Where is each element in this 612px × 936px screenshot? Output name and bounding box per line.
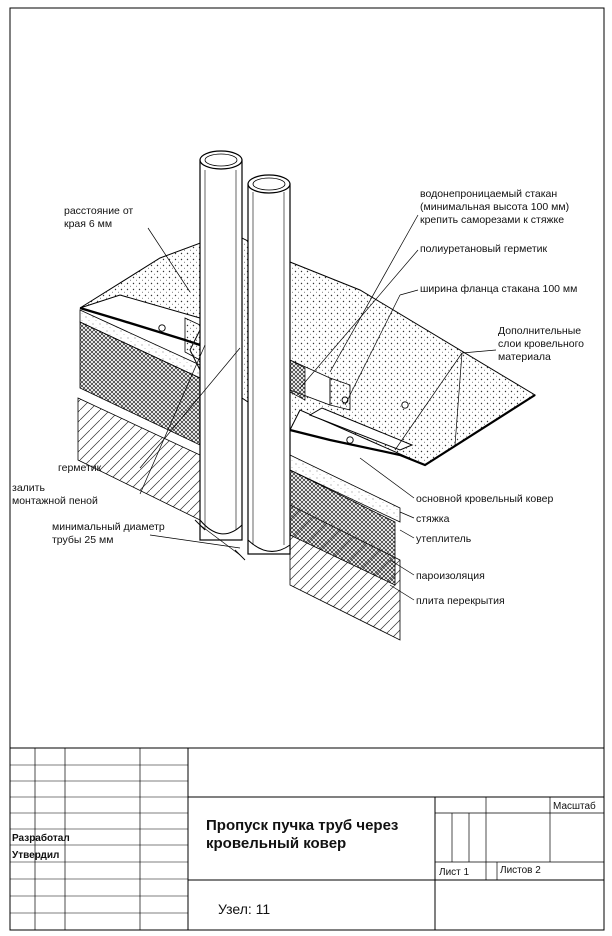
label-main-membrane: основной кровельный ковер [416,493,554,505]
sheet-label: Лист 1 [439,867,470,878]
label-foam-2: монтажной пеной [12,495,98,507]
roof-section-drawing [77,150,536,641]
label-sealant: герметик [58,462,102,474]
label-insulation: утеплитель [416,533,472,545]
label-slab: плита перекрытия [416,595,505,607]
label-extra-layers-3: материала [498,351,551,363]
dimension-tick [194,519,206,531]
label-edge-distance-2: края 6 мм [64,218,112,230]
label-edge-distance-1: расстояние от [64,205,133,217]
label-min-diameter-1: минимальный диаметр [52,521,165,533]
approved-by-label: Утвердил [12,850,59,861]
title-block [9,747,605,931]
sleeve-flange [308,407,414,451]
screw [341,396,349,404]
screw [401,401,409,409]
label-extra-layers-2: слои кровельного [498,338,584,350]
label-extra-layers-1: Дополнительные [498,325,581,337]
membrane-edge-right [289,394,536,467]
title-block-text: Разработал Утвердил Пропуск пучка труб ч… [12,800,596,917]
drawing-title-line-2: кровельный ковер [206,835,346,852]
screw [346,436,354,444]
leader-lines [139,214,497,601]
label-min-diameter-2: трубы 25 мм [52,534,113,546]
pipe-left [199,150,243,541]
label-vapor-barrier: пароизоляция [416,570,485,582]
label-sleeve-1: водонепроницаемый стакан [420,188,557,200]
pipe-right [247,174,291,555]
node-label: Узел: 11 [218,901,270,917]
label-screed: стяжка [416,513,450,525]
sleeve-wall-left [184,317,201,361]
dimension-line [199,524,241,556]
label-sleeve-2: (минимальная высота 100 мм) [420,201,569,213]
screw [158,324,166,332]
sheets-label: Листов 2 [500,865,541,876]
callout-labels: расстояние от края 6 мм водонепроницаемы… [12,188,584,607]
label-pu-sealant: полиуретановый герметик [420,243,547,255]
label-flange-width: ширина фланца стакана 100 мм [420,283,577,295]
label-sleeve-3: крепить саморезами к стяжке [420,214,564,226]
drawing-title-line-1: Пропуск пучка труб через [206,817,398,834]
scale-label: Масштаб [553,800,596,812]
developed-by-label: Разработал [12,832,70,844]
dimension-tick [234,549,246,561]
label-foam-1: залить [12,482,45,494]
